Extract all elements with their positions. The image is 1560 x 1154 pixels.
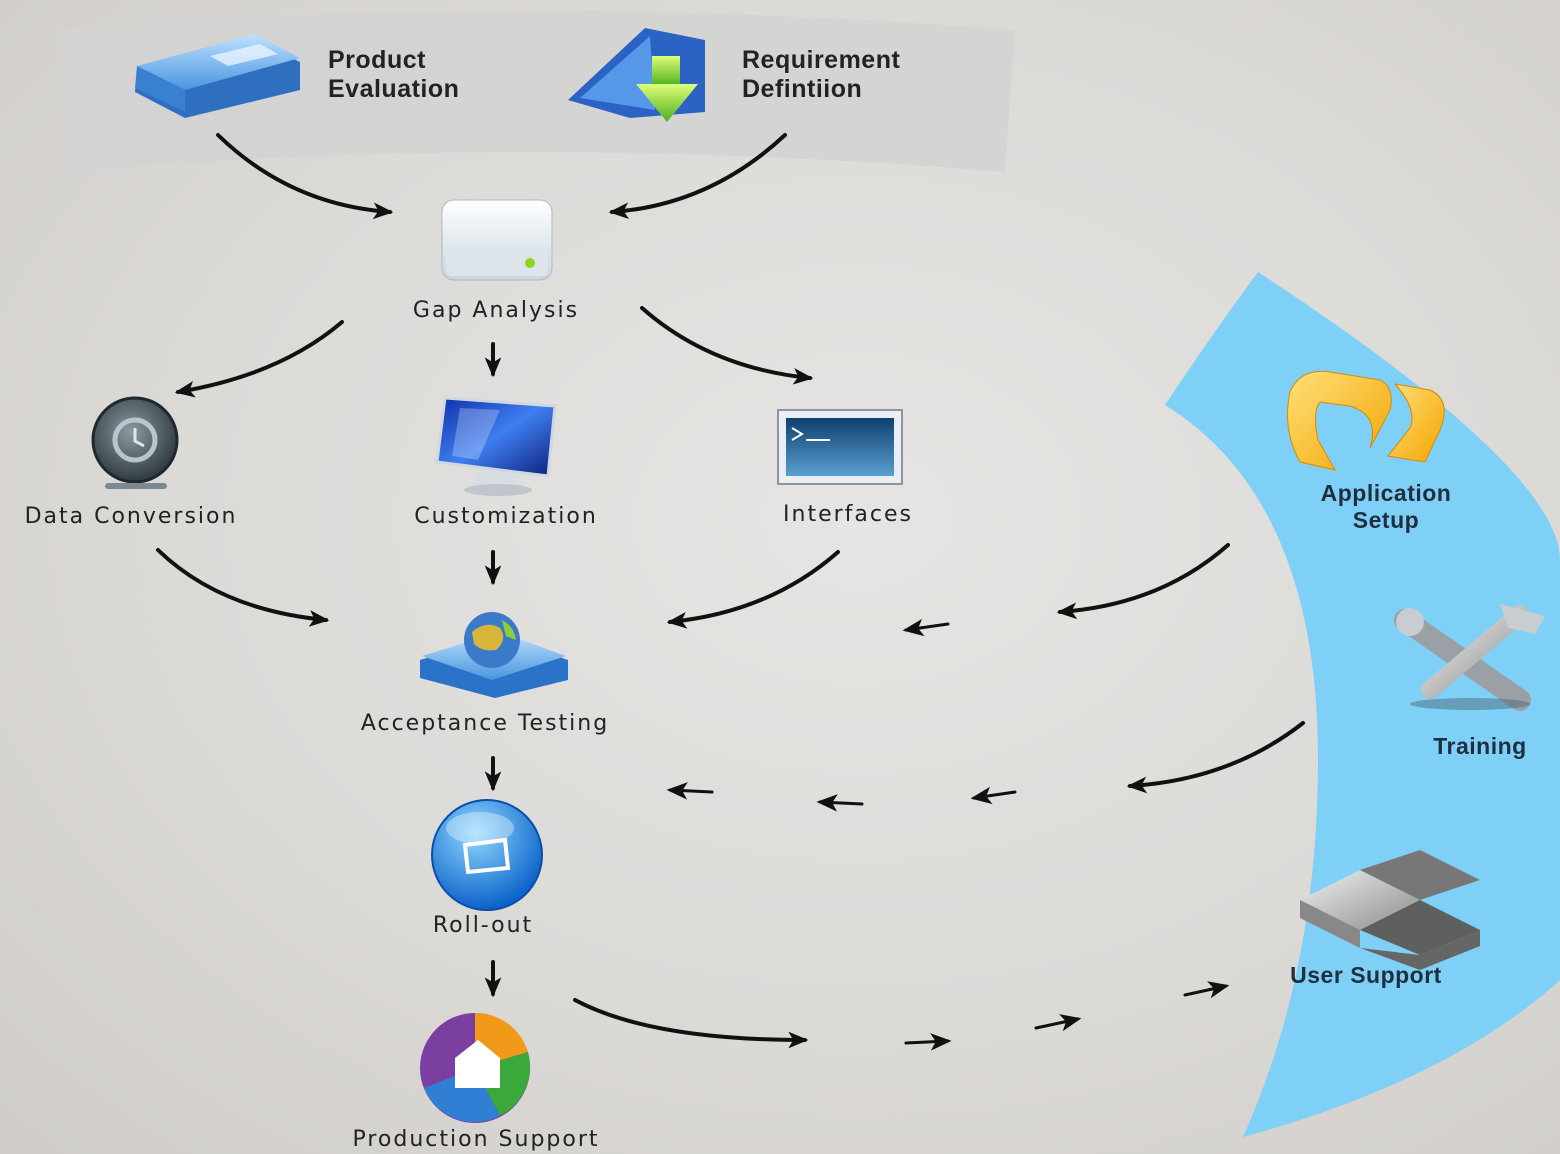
data-conversion-label: Data Conversion [24, 504, 238, 529]
arrow-data-to-acceptance [156, 548, 330, 627]
application-setup-label: Application Setup [1321, 480, 1452, 534]
acceptance-testing-icon [420, 612, 568, 698]
interfaces-icon [777, 409, 903, 485]
training-icon [1394, 604, 1545, 711]
arrow-production-to-support-4 [1183, 981, 1230, 999]
customization-icon [435, 396, 557, 496]
arrow-gap-to-interfaces [640, 306, 814, 385]
arrow-setup-to-acceptance-1 [1056, 543, 1230, 620]
gap-analysis-label: Gap Analysis [412, 298, 580, 323]
arrow-requirement-to-gap [608, 133, 787, 220]
arrows [156, 133, 1305, 1051]
arrow-training-to-rollout-3 [816, 794, 864, 812]
requirement-definition-icon [568, 28, 705, 122]
product-evaluation-label: Product Evaluation [328, 46, 459, 104]
production-support-label: Production Support [352, 1127, 600, 1152]
product-evaluation-line-2: Evaluation [328, 75, 460, 103]
application-setup-line-1: Application [1320, 480, 1452, 506]
training-label: Training [1433, 733, 1527, 759]
arrow-training-to-rollout-2 [970, 786, 1017, 805]
requirement-definition-label: Requirement Defintiion [742, 46, 900, 104]
data-conversion-icon [91, 396, 179, 489]
acceptance-testing-label: Acceptance Testing [360, 711, 610, 736]
requirement-definition-line-2: Defintiion [742, 75, 863, 103]
top-band [55, 10, 1015, 173]
arrow-production-to-support-3 [1034, 1014, 1082, 1032]
user-support-label: User Support [1290, 962, 1442, 988]
user-support-icon [1300, 850, 1480, 970]
product-evaluation-icon [135, 34, 300, 118]
arrow-training-to-rollout-4 [666, 782, 714, 800]
gap-analysis-icon [441, 199, 553, 281]
arrow-training-to-rollout-1 [1126, 721, 1305, 794]
requirement-definition-line-1: Requirement [742, 46, 901, 74]
production-support-icon [420, 1012, 531, 1123]
arrow-gap-to-data [174, 320, 344, 398]
arrow-production-to-support-2 [904, 1033, 952, 1051]
application-setup-icon [1287, 370, 1445, 471]
interfaces-label: Interfaces [783, 502, 913, 527]
customization-label: Customization [414, 504, 598, 529]
arrow-setup-to-acceptance-2 [902, 618, 950, 637]
roll-out-label: Roll-out [432, 913, 534, 938]
application-setup-line-2: Setup [1352, 507, 1420, 533]
roll-out-icon [431, 799, 543, 911]
product-evaluation-line-1: Product [328, 46, 426, 74]
arrow-production-to-support-1 [573, 998, 809, 1049]
arrow-interfaces-to-acceptance [666, 550, 840, 629]
arrow-product-to-gap [216, 133, 394, 220]
